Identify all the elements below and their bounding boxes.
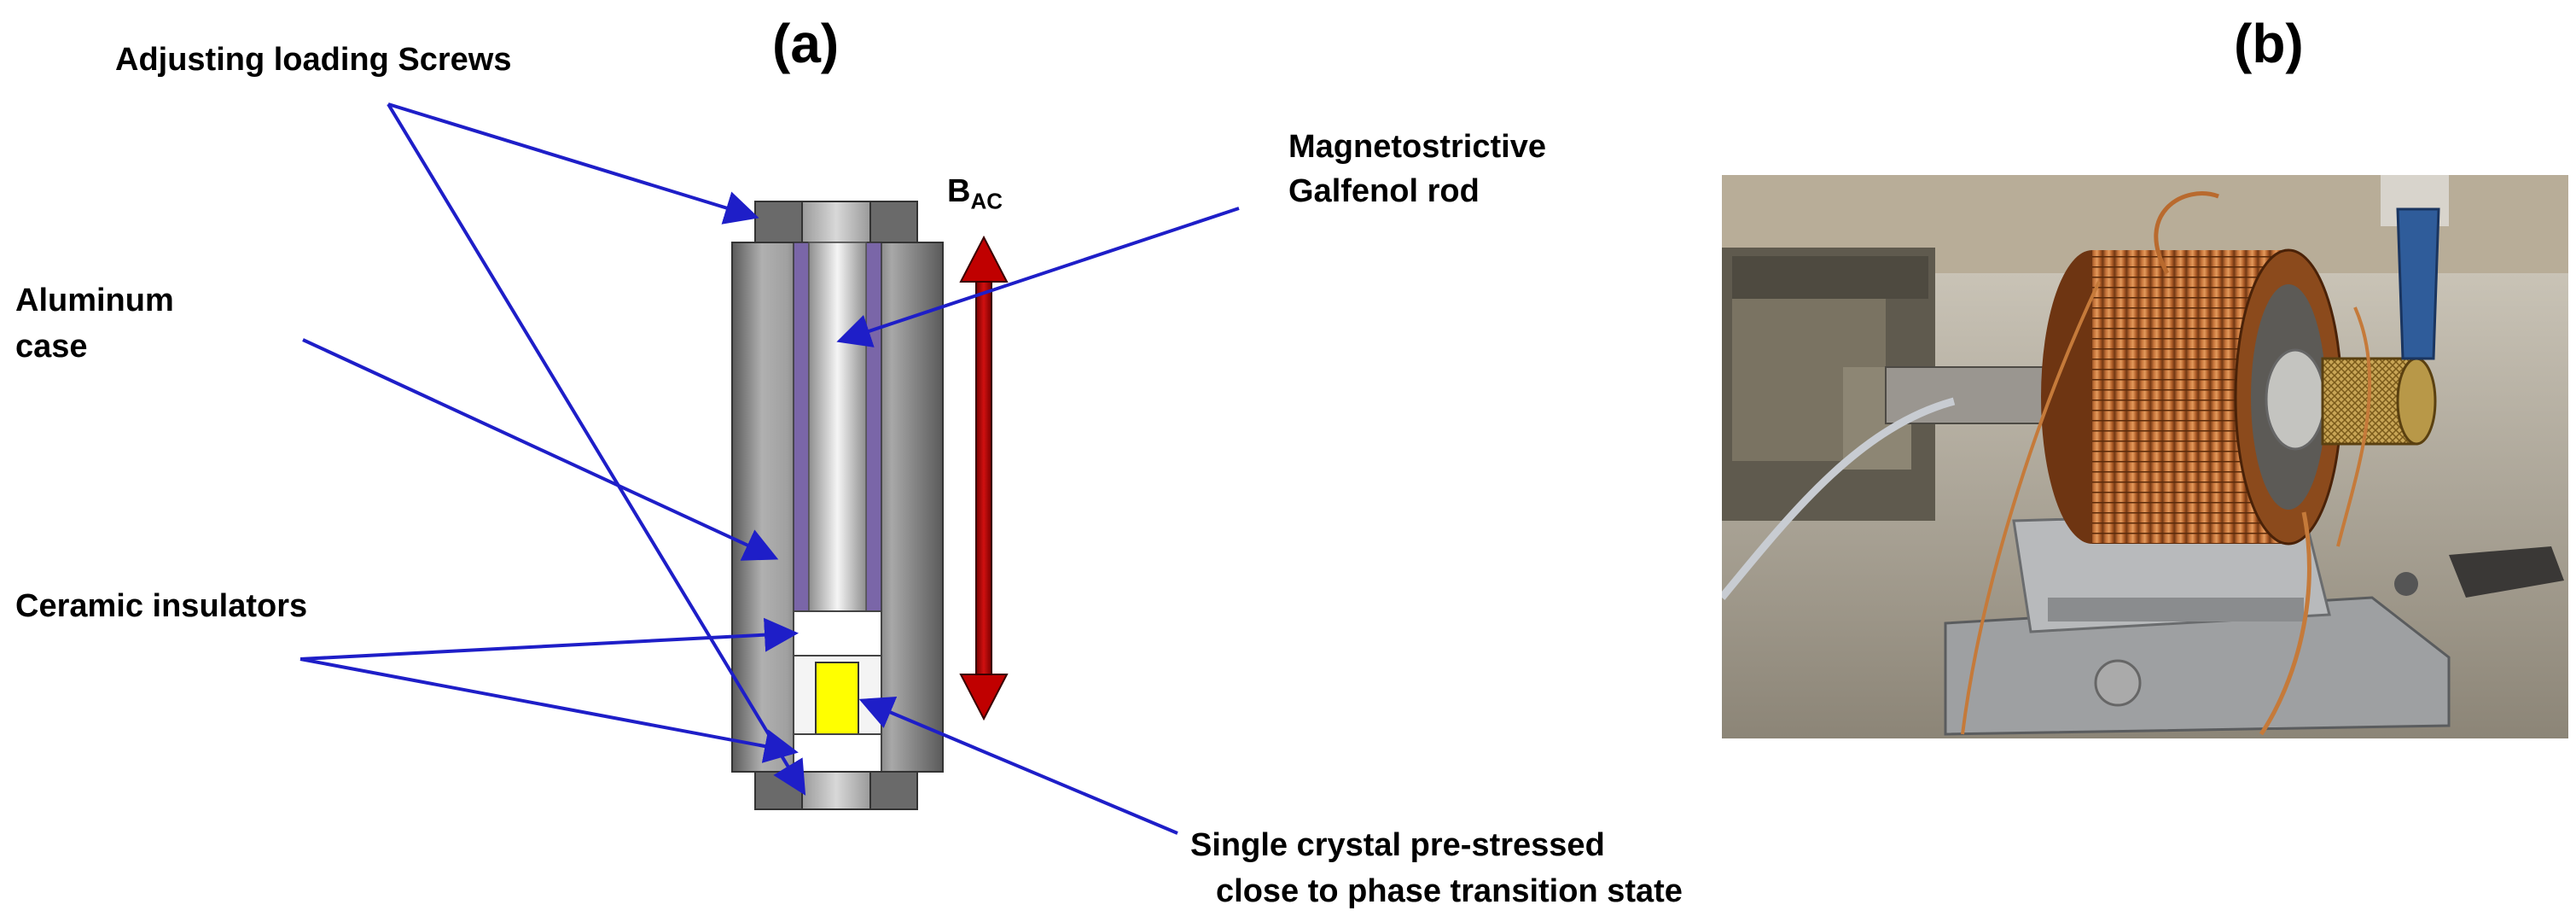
rod-label-line1: Magnetostrictive <box>1288 129 1546 165</box>
leader-rod <box>836 207 1240 347</box>
leader-screws-top <box>387 102 759 225</box>
bottom-screw-center <box>801 771 871 810</box>
photo-panel-b <box>1722 175 2568 738</box>
leader-insulator-lower <box>299 657 799 763</box>
crystal-label-line2: close to phase transition state <box>1216 873 1683 909</box>
rod-label-line2: Galfenol rod <box>1288 173 1480 209</box>
leader-insulator-upper <box>299 617 799 661</box>
top-screw-left <box>754 201 803 243</box>
copper-coil <box>2041 248 2343 546</box>
leader-case <box>302 338 779 561</box>
wires <box>1722 191 2372 736</box>
device-assembly <box>731 201 944 810</box>
leader-crystal <box>858 696 1178 835</box>
field-label-main: B <box>947 173 971 209</box>
tool-handle <box>2449 546 2564 598</box>
leader-screws-bottom <box>387 102 806 796</box>
single-crystal <box>815 662 859 738</box>
field-arrow <box>959 235 1009 721</box>
probe <box>2381 175 2449 360</box>
panel-a-label: (a) <box>772 13 840 74</box>
panel-b-label: (b) <box>2234 13 2304 74</box>
field-label: BAC <box>947 171 1003 222</box>
ceramic-insulator-upper <box>793 610 882 656</box>
top-screw-right <box>869 201 918 243</box>
case-label-line2: case <box>15 329 88 365</box>
galfenol-strip-left <box>793 242 810 612</box>
ceramic-insulator-lower <box>793 733 882 773</box>
crystal-label-line1: Single crystal pre-stressed <box>1190 827 1605 863</box>
field-label-sub: AC <box>970 188 1003 214</box>
knurled-knob <box>2321 357 2437 446</box>
galfenol-rod <box>808 242 867 612</box>
screws-label: Adjusting loading Screws <box>115 42 512 78</box>
leader-lines <box>299 102 1240 835</box>
case-label-line1: Aluminum <box>15 283 174 318</box>
bottom-screw-right <box>869 771 918 810</box>
top-screw-center <box>801 201 871 243</box>
insulators-label: Ceramic insulators <box>15 588 308 624</box>
galfenol-strip-right <box>865 242 882 612</box>
